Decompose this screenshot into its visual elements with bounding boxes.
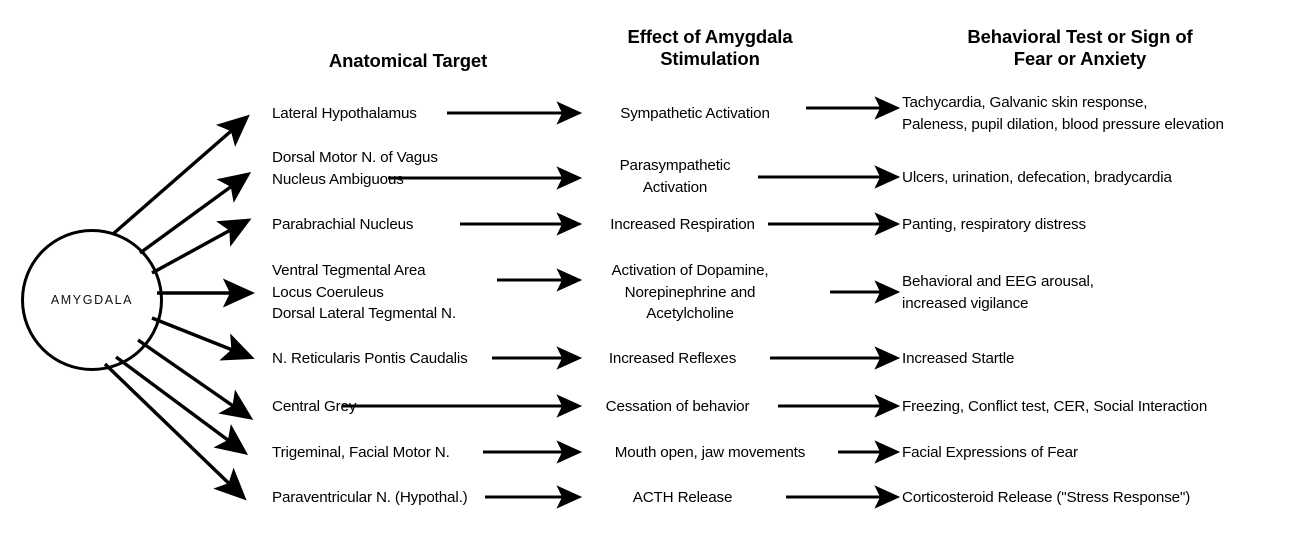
anatomical-target-7: Trigeminal, Facial Motor N. — [272, 444, 450, 461]
anatomical-target-6: Central Grey — [272, 398, 357, 415]
amygdala-hub-label: AMYGDALA — [50, 293, 134, 307]
anatomical-target-5: N. Reticularis Pontis Caudalis — [272, 350, 468, 367]
amygdala-hub-node: AMYGDALA — [21, 229, 163, 371]
behavioral-sign-8: Corticosteroid Release ("Stress Response… — [902, 489, 1191, 506]
effect-2: Parasympathetic Activation — [619, 157, 731, 196]
effect-5: Increased Reflexes — [608, 350, 737, 367]
hub-arrow-5 — [151, 316, 255, 361]
hub-arrow-7 — [114, 355, 249, 456]
column-header-anatomical-target: Anatomical Target — [328, 50, 488, 71]
column-header-effect-of-amygdala-stimulation: Effect of Amygdala Stimulation — [627, 26, 793, 69]
behavioral-sign-4: Behavioral and EEG arousal, increased vi… — [902, 273, 1094, 312]
effect-8: ACTH Release — [632, 489, 733, 506]
column-header-behavioral-test-or-sign: Behavioral Test or Sign of Fear or Anxie… — [967, 26, 1193, 69]
anatomical-target-4: Ventral Tegmental Area Locus Coeruleus D… — [272, 262, 456, 322]
behavioral-sign-5: Increased Startle — [902, 350, 1015, 367]
behavioral-sign-3: Panting, respiratory distress — [902, 216, 1086, 233]
effect-7: Mouth open, jaw movements — [614, 444, 806, 461]
anatomical-target-1: Lateral Hypothalamus — [272, 105, 417, 122]
effect-6: Cessation of behavior — [605, 398, 750, 415]
behavioral-sign-2: Ulcers, urination, defecation, bradycard… — [902, 169, 1172, 186]
effect-4: Activation of Dopamine, Norepinephrine a… — [611, 262, 769, 322]
hub-arrow-8 — [103, 362, 247, 501]
hub-arrow-3 — [151, 218, 252, 275]
behavioral-sign-1: Tachycardia, Galvanic skin response, Pal… — [902, 94, 1224, 133]
hub-arrow-1 — [111, 114, 250, 236]
anatomical-target-8: Paraventricular N. (Hypothal.) — [272, 489, 468, 506]
hub-arrow-6 — [137, 338, 254, 420]
effect-1: Sympathetic Activation — [620, 105, 770, 122]
effect-3: Increased Respiration — [610, 216, 755, 233]
behavioral-sign-6: Freezing, Conflict test, CER, Social Int… — [902, 398, 1208, 415]
hub-arrow-2 — [138, 171, 252, 255]
anatomical-target-2: Dorsal Motor N. of Vagus Nucleus Ambiguo… — [272, 149, 438, 188]
behavioral-sign-7: Facial Expressions of Fear — [902, 444, 1078, 461]
anatomical-target-3: Parabrachial Nucleus — [272, 216, 414, 233]
